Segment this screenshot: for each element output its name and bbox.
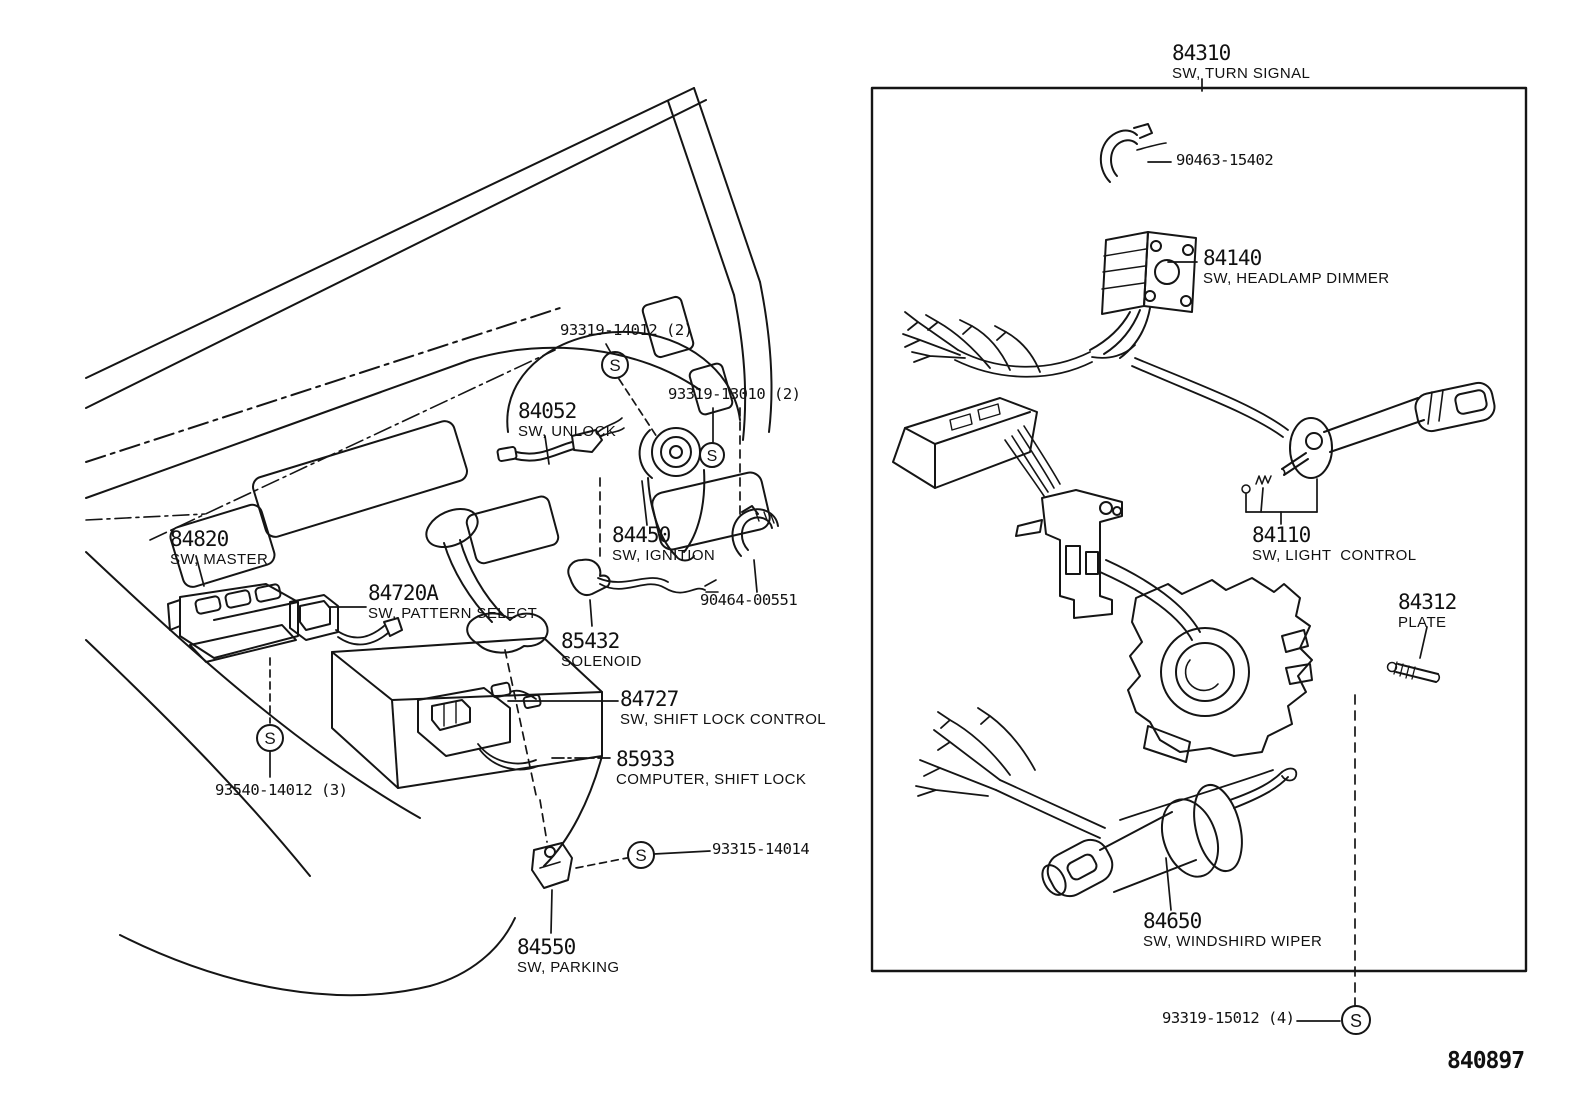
sheet-number: 840897 (1447, 1048, 1525, 1074)
part-label-84310: 84310 SW, TURN SIGNAL (1172, 42, 1310, 82)
floor-and-door-lines (85, 513, 516, 997)
part-label-93319-14012: 93319-14012 (2) (560, 321, 693, 339)
ignition-switch-drawing (638, 427, 706, 562)
part-number: 85933 (616, 747, 675, 771)
part-number: 90464-00551 (700, 591, 798, 609)
svg-text:S: S (635, 846, 646, 865)
right-leader-lines (1296, 694, 1356, 1022)
part-label-84720A: 84720A SW, PATTERN SELECT (368, 582, 537, 622)
part-label-84820: 84820 SW, MASTER (170, 528, 268, 568)
part-label-84550: 84550 SW, PARKING (517, 936, 619, 976)
headlamp-dimmer-switch-drawing (1089, 231, 1198, 359)
shift-lock-control-switch-drawing (490, 681, 542, 709)
solenoid-drawing (567, 558, 719, 596)
part-desc: SW, MASTER (170, 551, 269, 569)
part-number: 93315-14014 (712, 840, 810, 858)
column-connector-drawing (892, 397, 1061, 497)
part-label-84110: 84110 SW, LIGHT CONTROL (1252, 524, 1416, 564)
combination-switch-body-drawing (1127, 577, 1313, 763)
wire-clamp-90463-drawing (1099, 123, 1172, 183)
part-number: 84052 (518, 399, 577, 423)
part-number: 84720A (368, 581, 439, 605)
part-desc: SW, LIGHT CONTROL (1252, 547, 1417, 565)
part-number: 93319-14012 (2) (560, 321, 693, 339)
part-number: 84310 (1172, 41, 1231, 65)
part-label-84450: 84450 SW, IGNITION (612, 524, 715, 564)
screw-symbol-93540-14012: S (256, 724, 284, 752)
svg-text:S: S (264, 729, 275, 748)
part-desc: COMPUTER, SHIFT LOCK (616, 771, 807, 789)
column-bracket-drawing (1015, 489, 1201, 641)
part-desc: SW, HEADLAMP DIMMER (1203, 270, 1390, 288)
part-label-84727: 84727 SW, SHIFT LOCK CONTROL (620, 688, 826, 728)
screw-symbol-93319-13010: S (699, 442, 725, 468)
part-label-84140: 84140 SW, HEADLAMP DIMMER (1203, 247, 1390, 287)
light-control-bracket-lines (1245, 478, 1318, 525)
gear-shifter-drawing (425, 507, 549, 654)
part-number: 85432 (561, 629, 620, 653)
dashboard-openings (149, 330, 771, 588)
wiper-switch-drawing (1041, 771, 1289, 911)
part-number: 84110 (1252, 523, 1311, 547)
part-desc: SW, TURN SIGNAL (1172, 65, 1311, 83)
windshield-and-pillar-lines (85, 87, 773, 499)
part-number: 84727 (620, 687, 679, 711)
part-desc: SW, UNLOCK (518, 423, 617, 441)
part-desc: SW, SHIFT LOCK CONTROL (620, 711, 827, 729)
part-number: 93319-13010 (2) (668, 385, 801, 403)
part-label-84312: 84312 PLATE (1398, 590, 1457, 632)
part-number: 84140 (1203, 246, 1262, 270)
svg-text:S: S (609, 356, 620, 375)
svg-text:S: S (707, 448, 718, 465)
part-label-90464-00551: 90464-00551 (700, 591, 798, 609)
part-label-85432: 85432 SOLENOID (561, 630, 642, 670)
wire-clamp-90464-drawing (731, 505, 779, 557)
left-leader-lines (195, 343, 758, 934)
svg-text:S: S (1350, 1011, 1362, 1031)
part-label-84052: 84052 SW, UNLOCK (518, 400, 616, 440)
part-label-93540-14012: 93540-14012 (3) (215, 781, 348, 799)
shift-lock-computer-drawing (417, 687, 539, 771)
part-label-93315-14014: 93315-14014 (712, 840, 810, 858)
part-label-84650: 84650 SW, WINDSHIRD WIPER (1143, 910, 1322, 950)
part-desc: SW, IGNITION (612, 547, 716, 565)
part-label-93319-15012: 93319-15012 (4) (1162, 1009, 1295, 1027)
part-number: 84450 (612, 523, 671, 547)
part-number: 84820 (170, 527, 229, 551)
inset-box-frame (870, 78, 1528, 973)
screw-symbol-93319-15012: S (1341, 1005, 1371, 1035)
part-desc: PLATE (1398, 614, 1447, 632)
upper-harness-drawing (902, 311, 1289, 438)
screw-symbol-93315-14014: S (627, 841, 655, 869)
part-desc: SW, PATTERN SELECT (368, 605, 538, 623)
part-label-93319-13010: 93319-13010 (2) (668, 385, 801, 403)
part-number: 84312 (1398, 590, 1457, 614)
parking-switch-drawing (531, 842, 573, 889)
part-desc: SW, PARKING (517, 959, 620, 977)
lower-harness-drawing (915, 707, 1298, 839)
part-desc: SOLENOID (561, 653, 642, 671)
plate-pin-84312-drawing (1386, 626, 1441, 683)
part-number: 84650 (1143, 909, 1202, 933)
part-number: 90463-15402 (1176, 151, 1274, 169)
master-switch-drawing (167, 583, 299, 663)
part-number: 84550 (517, 935, 576, 959)
part-label-90463-15402: 90463-15402 (1176, 151, 1274, 169)
part-number: 93319-15012 (4) (1162, 1009, 1295, 1027)
pattern-select-switch-drawing (289, 594, 403, 646)
turn-signal-stalk-drawing (1241, 381, 1496, 494)
part-number: 93540-14012 (3) (215, 781, 348, 799)
screw-symbol-93319-14012: S (601, 351, 629, 379)
part-label-85933: 85933 COMPUTER, SHIFT LOCK (616, 748, 806, 788)
part-desc: SW, WINDSHIRD WIPER (1143, 933, 1323, 951)
